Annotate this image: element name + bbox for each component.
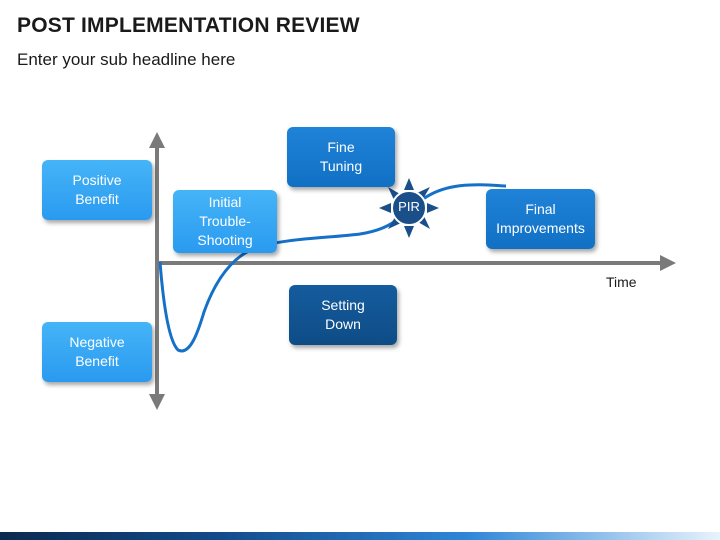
page-subtitle: Enter your sub headline here bbox=[17, 50, 236, 69]
setting-down-box: Setting Down bbox=[289, 285, 397, 345]
page-title: POST IMPLEMENTATION REVIEW bbox=[17, 14, 360, 37]
initial-trouble-shooting-box: Initial Trouble- Shooting bbox=[173, 190, 277, 253]
benefit-curve bbox=[158, 183, 507, 353]
time-axis-label: Time bbox=[606, 274, 637, 290]
negative-benefit-box: Negative Benefit bbox=[42, 322, 152, 382]
sunburst-icon bbox=[379, 178, 439, 238]
positive-benefit-box: Positive Benefit bbox=[42, 160, 152, 220]
footer-gradient-bar bbox=[0, 532, 720, 540]
pir-label: PIR bbox=[398, 199, 420, 214]
final-improvements-box: Final Improvements bbox=[486, 189, 595, 249]
fine-tuning-box: Fine Tuning bbox=[287, 127, 395, 187]
